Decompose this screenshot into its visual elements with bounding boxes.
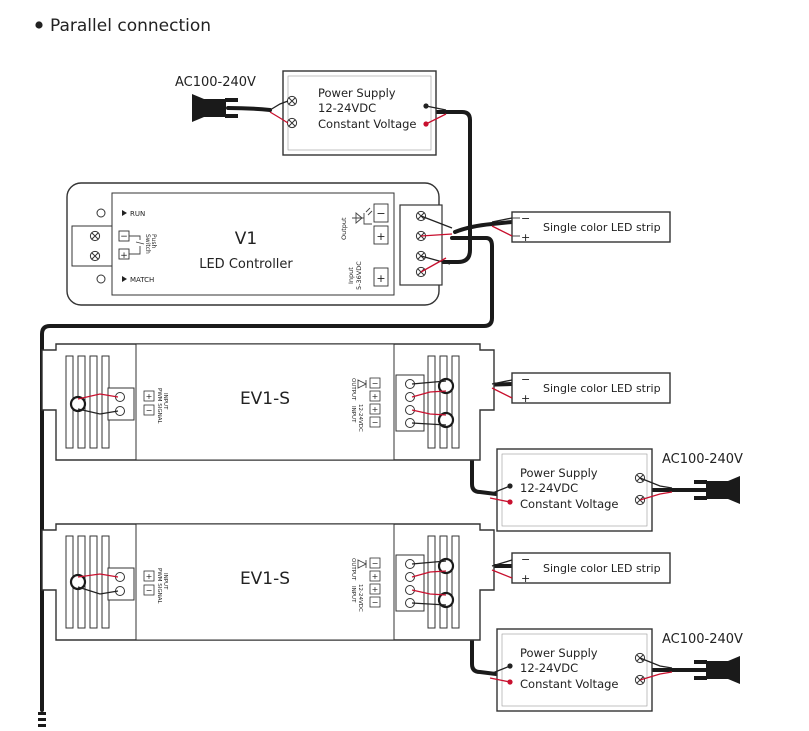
svg-text:12-24VDC: 12-24VDC bbox=[357, 584, 363, 612]
svg-text:+: + bbox=[372, 405, 379, 414]
svg-text:12-24VDC: 12-24VDC bbox=[520, 481, 578, 495]
power-supply-1: Power Supply 12-24VDC Constant Voltage bbox=[269, 70, 447, 156]
svg-text:−: − bbox=[120, 232, 128, 242]
ps1-screw-n-icon bbox=[286, 117, 298, 129]
ac-label-3: AC100-240V bbox=[662, 632, 743, 647]
power-supply-2: Power Supply 12-24VDC Constant Voltage bbox=[489, 448, 673, 532]
svg-text:Constant Voltage: Constant Voltage bbox=[520, 677, 619, 691]
ev1s-repeater-1: + − INPUT PWM SIGNAL EV1-S OUTPUT INPUT … bbox=[41, 343, 495, 461]
svg-text:+: + bbox=[521, 392, 530, 405]
svg-text:+: + bbox=[376, 272, 385, 285]
ps1-line3: Constant Voltage bbox=[318, 117, 417, 131]
svg-text:Power Supply: Power Supply bbox=[520, 646, 598, 660]
svg-text:−: − bbox=[521, 373, 530, 386]
svg-text:−: − bbox=[372, 598, 379, 607]
svg-text:−: − bbox=[521, 212, 530, 225]
svg-text:−: − bbox=[372, 379, 379, 388]
svg-text:+: + bbox=[372, 392, 379, 401]
svg-text:OUTPUT: OUTPUT bbox=[350, 558, 356, 581]
ps1-screw-l-icon bbox=[286, 95, 298, 107]
controller-input-label: Input bbox=[347, 267, 355, 284]
ac-label-2: AC100-240V bbox=[662, 452, 743, 467]
v1-controller: RUN MATCH − + Push Switch V1 LED Control… bbox=[66, 182, 453, 306]
svg-text:+: + bbox=[146, 572, 153, 581]
svg-text:INPUT: INPUT bbox=[350, 586, 356, 603]
match-label: MATCH bbox=[130, 276, 154, 284]
led-strip-3: − + Single color LED strip bbox=[491, 552, 671, 585]
svg-text:5-36VDC: 5-36VDC bbox=[355, 261, 363, 290]
svg-text:+: + bbox=[146, 392, 153, 401]
bus-end-icon bbox=[38, 712, 46, 715]
svg-text:Switch: Switch bbox=[144, 234, 151, 254]
svg-text:OUTPUT: OUTPUT bbox=[350, 378, 356, 401]
svg-text:Constant Voltage: Constant Voltage bbox=[520, 497, 619, 511]
svg-text:Power Supply: Power Supply bbox=[520, 466, 598, 480]
svg-text:12-24VDC: 12-24VDC bbox=[520, 661, 578, 675]
svg-text:PWM SIGNAL: PWM SIGNAL bbox=[156, 388, 162, 425]
svg-text:+: + bbox=[120, 251, 128, 261]
svg-text:−: − bbox=[372, 418, 379, 427]
ev1s-2-model: EV1-S bbox=[240, 569, 290, 589]
svg-text:−: − bbox=[372, 559, 379, 568]
led-strip-2: − + Single color LED strip bbox=[491, 372, 671, 405]
svg-text:Push: Push bbox=[150, 234, 157, 248]
svg-text:INPUT: INPUT bbox=[350, 406, 356, 423]
controller-output-label: Output bbox=[340, 217, 348, 240]
svg-text:+: + bbox=[521, 231, 530, 244]
svg-text:−: − bbox=[146, 406, 153, 415]
ev1s-1-model: EV1-S bbox=[240, 389, 290, 409]
strip-1-label: Single color LED strip bbox=[543, 221, 661, 234]
ps1-line2: 12-24VDC bbox=[318, 101, 376, 115]
svg-text:+: + bbox=[372, 585, 379, 594]
run-label: RUN bbox=[130, 210, 145, 218]
ev1s-repeater-2: + − INPUT PWM SIGNAL EV1-S OUTPUT INPUT … bbox=[41, 523, 495, 641]
svg-text:INPUT: INPUT bbox=[162, 573, 168, 590]
led-strip-1: − + Single color LED strip bbox=[491, 211, 671, 244]
svg-text:PWM SIGNAL: PWM SIGNAL bbox=[156, 568, 162, 605]
strip-2-label: Single color LED strip bbox=[543, 382, 661, 395]
svg-text:INPUT: INPUT bbox=[162, 393, 168, 410]
svg-text:+: + bbox=[372, 572, 379, 581]
controller-name: LED Controller bbox=[199, 257, 293, 272]
controller-model: V1 bbox=[235, 229, 257, 249]
strip-3-label: Single color LED strip bbox=[543, 562, 661, 575]
ps1-line1: Power Supply bbox=[318, 86, 396, 100]
svg-text:−: − bbox=[376, 207, 385, 220]
svg-text:−: − bbox=[521, 553, 530, 566]
power-supply-3: Power Supply 12-24VDC Constant Voltage bbox=[489, 628, 673, 712]
svg-text:+: + bbox=[521, 572, 530, 585]
page-title: Parallel connection bbox=[50, 16, 211, 36]
title-bullet-icon bbox=[35, 21, 43, 29]
svg-text:−: − bbox=[146, 586, 153, 595]
svg-text:12-24VDC: 12-24VDC bbox=[357, 404, 363, 432]
svg-text:+: + bbox=[376, 230, 385, 243]
ac-label-1: AC100-240V bbox=[175, 75, 256, 90]
